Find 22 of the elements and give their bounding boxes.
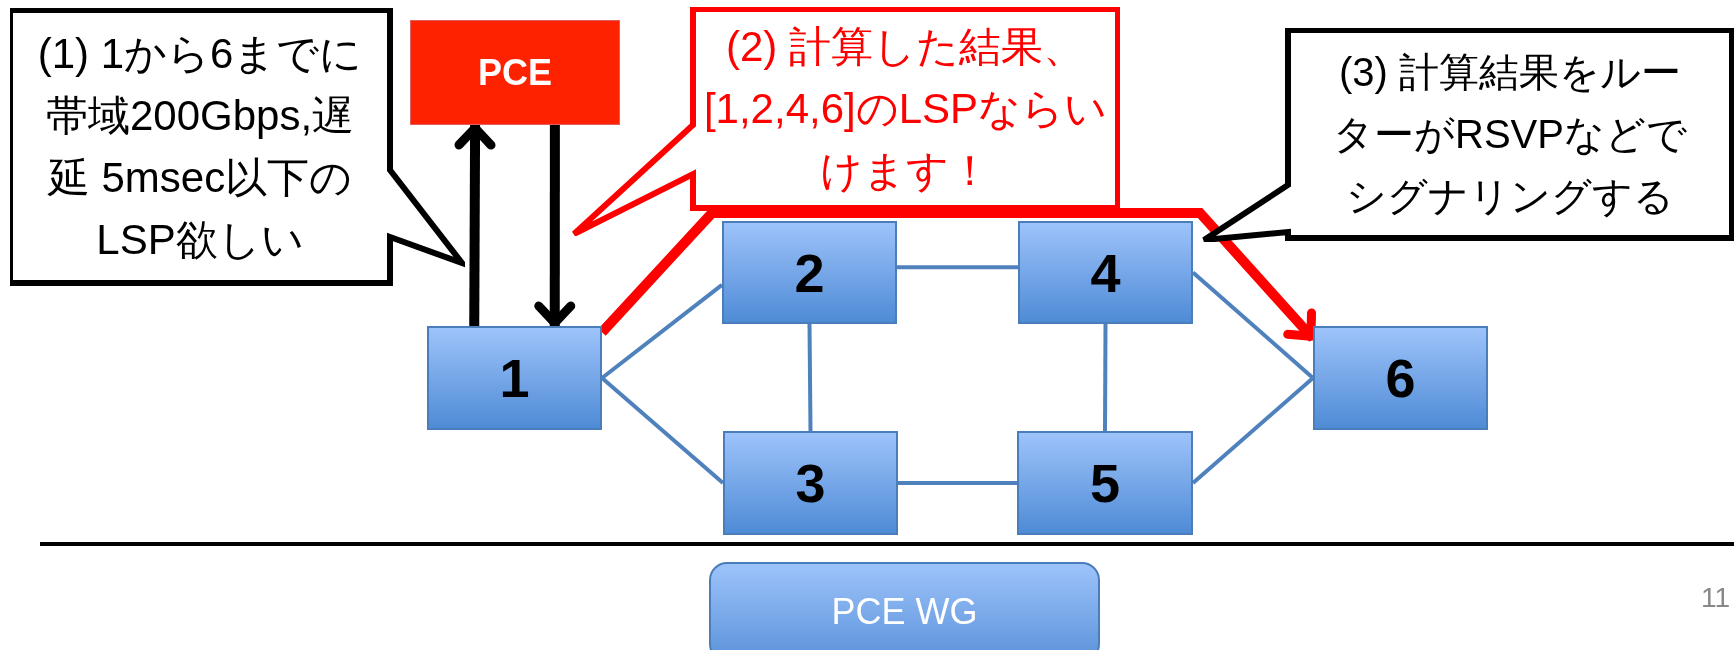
router-box: 1: [427, 326, 602, 430]
speech-bubble: [10, 8, 465, 288]
router-box: 3: [723, 431, 898, 535]
callout-text: (1) 1から6までに帯域200Gbps,遅延 5msec以下のLSP欲しい: [36, 28, 364, 265]
link-line: [897, 265, 1018, 270]
callout-text: (3) 計算結果をルーターがRSVPなどでシグナリングする: [1332, 49, 1688, 220]
router-box: 4: [1018, 221, 1193, 324]
speech-bubble: [1200, 28, 1734, 242]
router-box: 6: [1313, 326, 1488, 430]
arrow: [454, 123, 496, 326]
router-box: 2: [722, 221, 897, 324]
router-box: 5: [1017, 431, 1193, 535]
server-box: PCE: [410, 20, 620, 125]
link-line: [1103, 324, 1108, 431]
callout-text: (2) 計算した結果、[1,2,4,6]のLSPならいけます！: [703, 21, 1108, 196]
title-button: PCE WG: [709, 562, 1100, 650]
link-line: [898, 481, 1017, 485]
arrow: [598, 208, 1317, 342]
speech-bubble: [570, 7, 1120, 236]
arrow: [534, 125, 576, 328]
link-line: [807, 323, 813, 432]
page-number: 11: [1700, 582, 1730, 614]
